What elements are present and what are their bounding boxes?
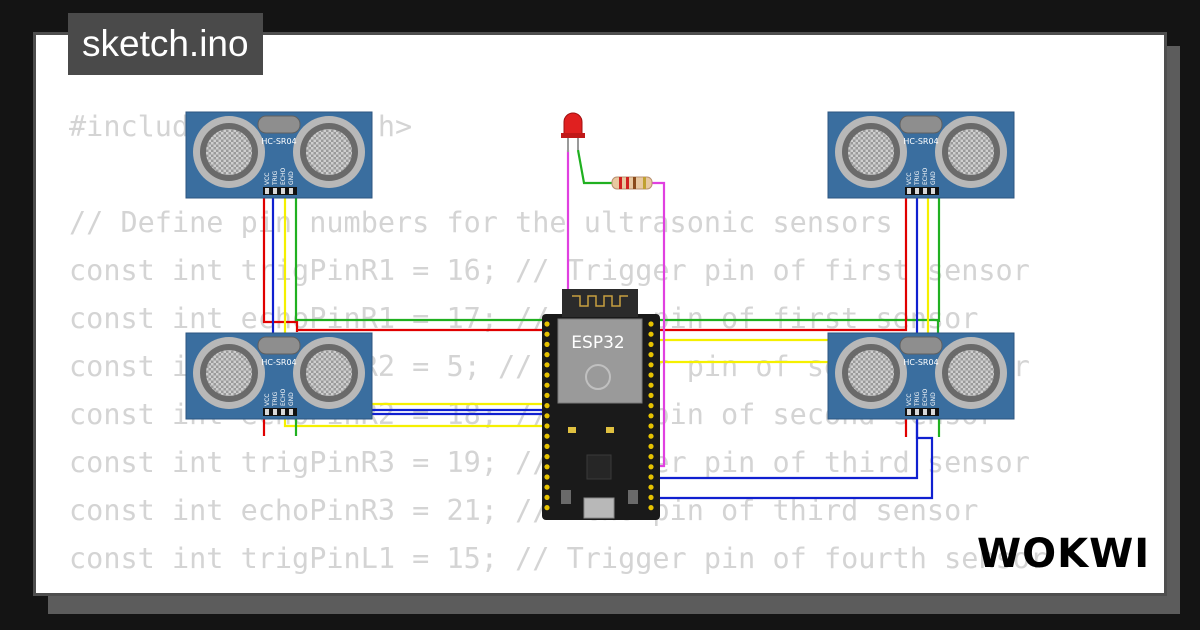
esp32-pin[interactable] xyxy=(544,423,550,429)
wire-blue-br xyxy=(655,416,934,500)
esp32-pin[interactable] xyxy=(648,321,654,327)
esp32-pin[interactable] xyxy=(648,433,654,439)
wire-yellow-tl xyxy=(283,196,545,428)
esp32-pin[interactable] xyxy=(544,474,550,480)
esp32-pin[interactable] xyxy=(648,372,654,378)
code-line: const int trigPinL1 = 15; // Trigger pin… xyxy=(69,542,1048,575)
esp32-pin[interactable] xyxy=(648,454,654,460)
wire-blue-tr xyxy=(655,196,919,480)
esp32-board[interactable]: ESP32 xyxy=(542,289,660,520)
code-line: // Define pin numbers for the ultrasonic… xyxy=(69,206,893,239)
esp32-pin[interactable] xyxy=(648,494,654,500)
esp32-pin[interactable] xyxy=(648,474,654,480)
esp32-pin[interactable] xyxy=(544,484,550,490)
esp32-pin[interactable] xyxy=(648,341,654,347)
wire-red-tl xyxy=(262,196,299,332)
esp32-pin[interactable] xyxy=(544,382,550,388)
file-tab[interactable]: sketch.ino xyxy=(68,13,263,75)
esp32-pin[interactable] xyxy=(648,505,654,511)
wire-red-tr xyxy=(296,196,908,332)
esp32-pin[interactable] xyxy=(544,494,550,500)
esp32-label: ESP32 xyxy=(571,333,624,353)
esp32-pin[interactable] xyxy=(648,403,654,409)
esp32-pin[interactable] xyxy=(648,331,654,337)
esp32-pin[interactable] xyxy=(544,352,550,358)
wire-green-led xyxy=(576,149,612,185)
esp32-pin[interactable] xyxy=(544,392,550,398)
esp32-pin[interactable] xyxy=(544,321,550,327)
esp32-pin[interactable] xyxy=(648,362,654,368)
code-line: const int trigPinR1 = 16; // Trigger pin… xyxy=(69,254,1030,287)
esp32-pin[interactable] xyxy=(544,331,550,337)
led-icon[interactable] xyxy=(561,112,585,152)
esp32-pin[interactable] xyxy=(648,382,654,388)
esp32-pin[interactable] xyxy=(544,341,550,347)
esp32-pin[interactable] xyxy=(648,352,654,358)
sensor-bottom-right[interactable] xyxy=(827,332,1015,420)
esp32-pin[interactable] xyxy=(544,413,550,419)
esp32-pin[interactable] xyxy=(544,464,550,470)
esp32-pin[interactable] xyxy=(544,433,550,439)
sensor-top-left[interactable] xyxy=(185,111,373,199)
wokwi-logo: WOKWI xyxy=(977,531,1150,577)
esp32-pin-headers xyxy=(544,321,654,511)
code-line: const int echoPinL1 = 34; // Echo pin of… xyxy=(69,583,1047,593)
esp32-pin[interactable] xyxy=(544,403,550,409)
esp32-pin[interactable] xyxy=(544,505,550,511)
sensor-bottom-left[interactable] xyxy=(185,332,373,420)
esp32-pin[interactable] xyxy=(544,443,550,449)
wire-yellow-tr xyxy=(655,196,930,342)
esp32-pin[interactable] xyxy=(648,423,654,429)
esp32-pin[interactable] xyxy=(544,372,550,378)
resistor-icon[interactable] xyxy=(611,176,653,190)
sensor-top-right[interactable] xyxy=(827,111,1015,199)
esp32-pin[interactable] xyxy=(648,413,654,419)
esp32-pin[interactable] xyxy=(648,464,654,470)
esp32-pin[interactable] xyxy=(648,443,654,449)
esp32-pin[interactable] xyxy=(648,392,654,398)
esp32-pin[interactable] xyxy=(648,484,654,490)
esp32-pin[interactable] xyxy=(544,454,550,460)
svg-text:WOKWI: WOKWI xyxy=(977,531,1150,577)
esp32-pin[interactable] xyxy=(544,362,550,368)
